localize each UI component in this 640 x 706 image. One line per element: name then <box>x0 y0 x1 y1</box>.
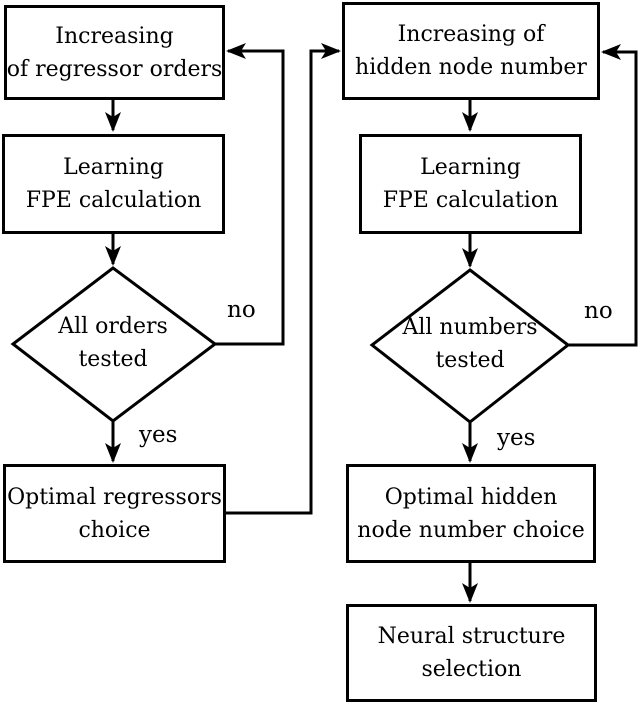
decision-diamond-all-orders <box>10 266 218 423</box>
box-text-line: choice <box>78 517 151 543</box>
edge-left-no-loop <box>215 43 285 346</box>
edge-label-no-right: no <box>584 298 613 324</box>
box-text-line: FPE calculation <box>25 188 202 213</box>
diamond-label-all-numbers-tested: All numbers tested <box>370 311 570 377</box>
box-optimal-hidden-node-number-choice: Optimal hidden node number choice <box>346 464 596 563</box>
box-increasing-regressor-orders: Increasing of regressor orders <box>4 5 225 100</box>
box-neural-structure-selection: Neural structure selection <box>346 604 597 702</box>
box-text-line: Learning <box>420 155 521 180</box>
box-text-line: FPE calculation <box>382 188 559 213</box>
box-text-line: Optimal hidden <box>384 484 558 510</box>
box-text-line: selection <box>421 657 522 682</box>
edge-label-yes-left: yes <box>139 422 178 448</box>
box-text-line: hidden node number <box>355 55 587 80</box>
diamond-text-line: tested <box>435 348 505 373</box>
box-learning-fpe-right: Learning FPE calculation <box>359 134 582 234</box>
box-text-line: Increasing of <box>397 22 545 47</box>
diamond-text-line: All numbers <box>402 315 538 340</box>
box-increasing-hidden-node-number: Increasing of hidden node number <box>342 2 600 100</box>
edge-right-no-loop <box>568 44 638 347</box>
box-text-line: Increasing <box>55 23 174 49</box>
box-text-line: Neural structure <box>377 624 566 649</box>
box-text-line: Learning <box>63 155 164 180</box>
box-text-line: Optimal regressors <box>7 484 222 510</box>
box-text-line: of regressor orders <box>6 56 223 82</box>
box-optimal-regressors-choice: Optimal regressors choice <box>3 464 226 563</box>
box-learning-fpe-left: Learning FPE calculation <box>2 134 225 234</box>
diamond-label-all-orders-tested: All orders tested <box>13 310 213 376</box>
edge-label-yes-right: yes <box>497 425 536 451</box>
edge-label-no-left: no <box>227 297 256 323</box>
diamond-text-line: tested <box>78 347 148 372</box>
box-text-line: node number choice <box>357 517 585 543</box>
decision-diamond-all-numbers <box>369 268 571 424</box>
diamond-text-line: All orders <box>58 314 168 339</box>
edge-left-to-right-column <box>226 43 341 515</box>
